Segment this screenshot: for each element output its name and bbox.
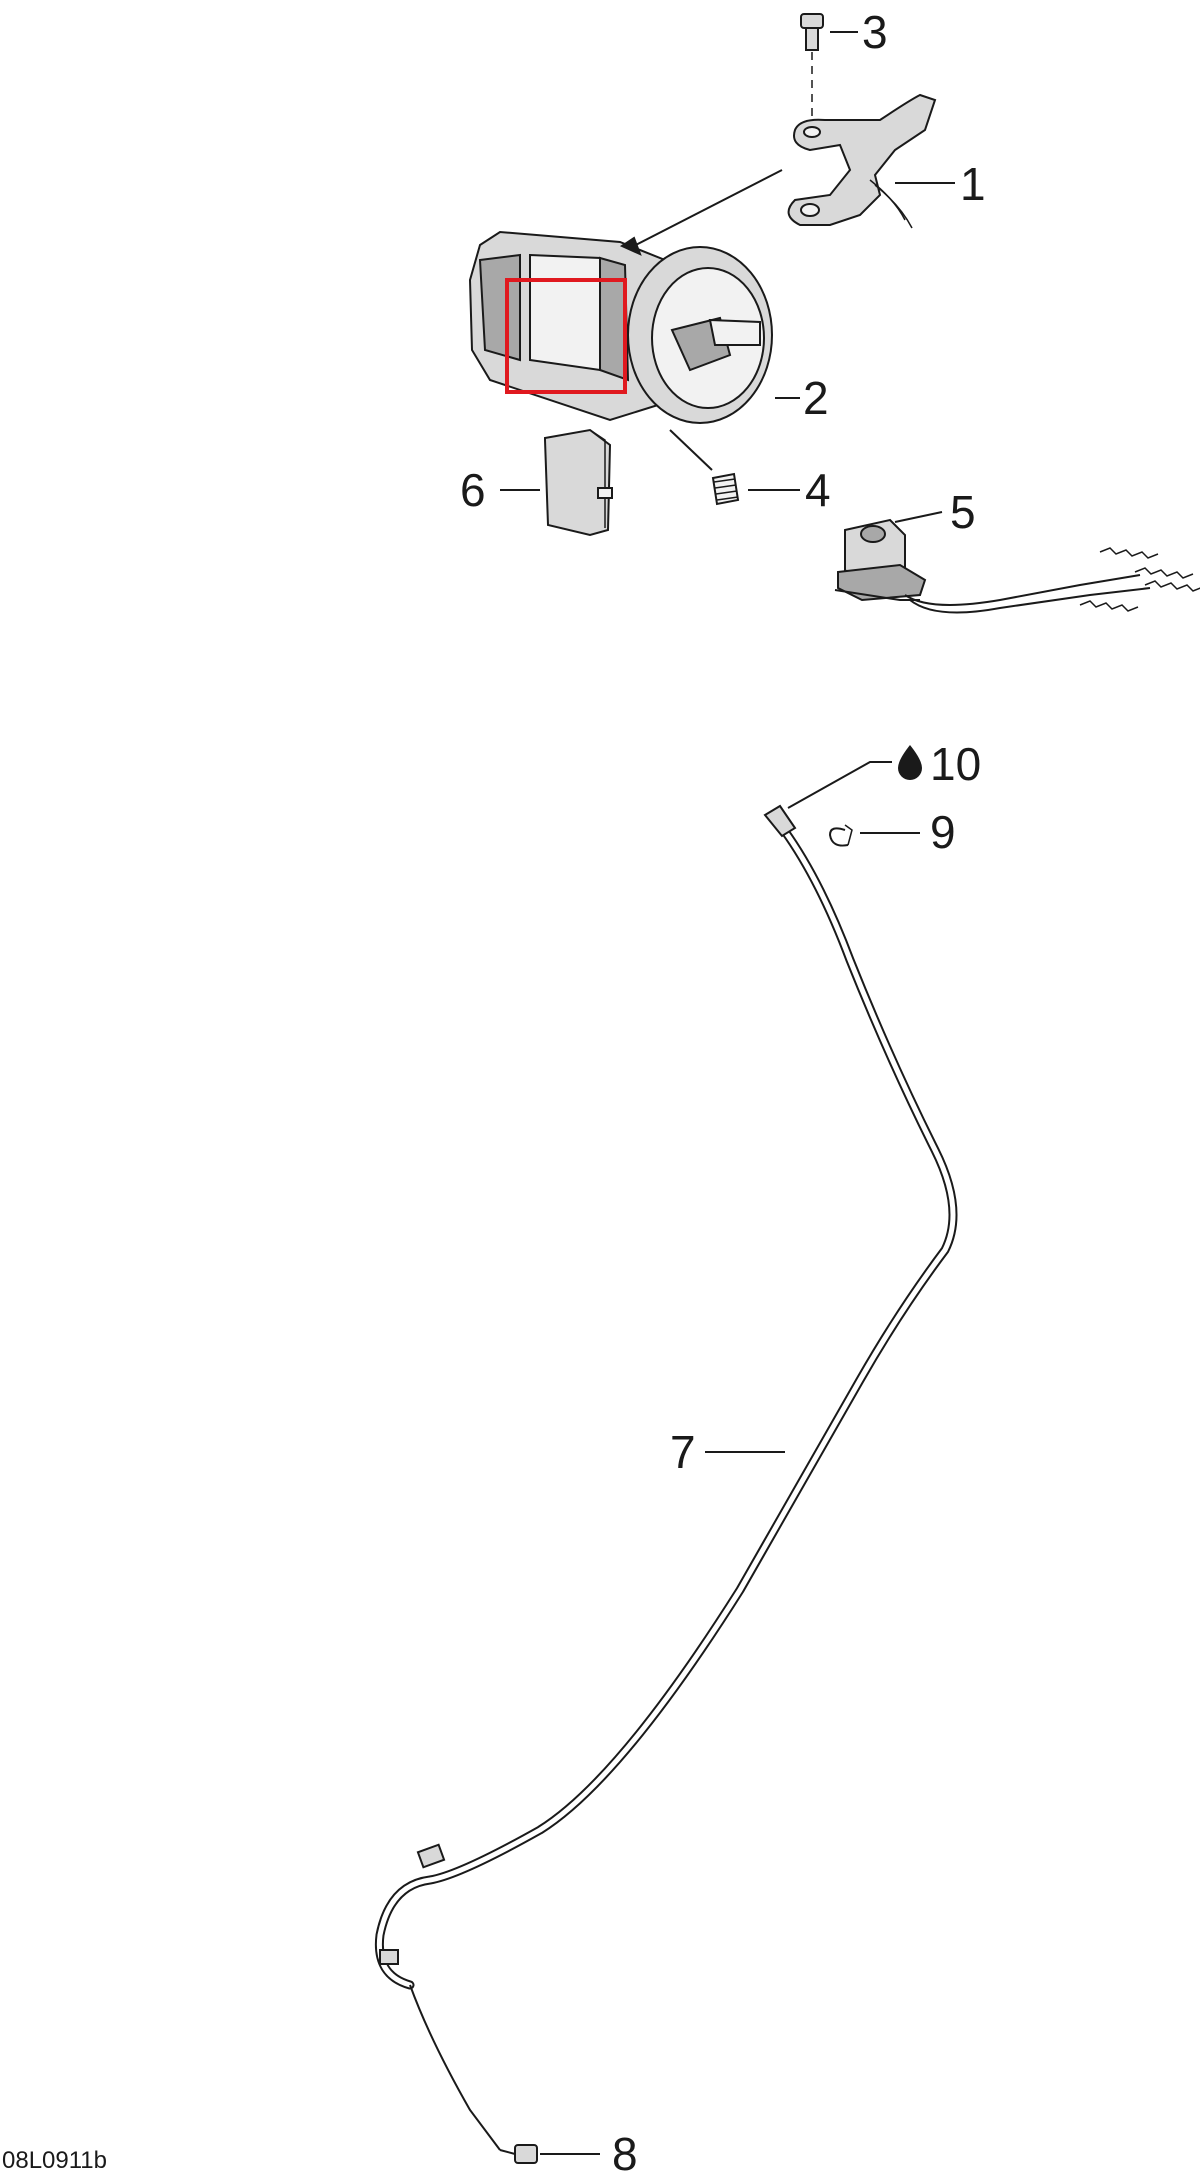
callout-7: 7 xyxy=(670,1426,696,1478)
callout-5: 5 xyxy=(950,486,976,538)
leader-10 xyxy=(787,761,892,809)
part-spring xyxy=(711,472,740,506)
callout-6: 6 xyxy=(460,464,486,516)
callout-4: 4 xyxy=(805,464,831,516)
part-switch-harness xyxy=(834,518,1200,614)
oil-drop-icon xyxy=(898,745,922,780)
callout-8: 8 xyxy=(612,2128,638,2174)
highlight-box xyxy=(505,278,627,394)
leader-5 xyxy=(894,511,943,523)
callout-10: 10 xyxy=(930,738,981,790)
part-throttle-lever xyxy=(787,93,937,229)
part-cable-end xyxy=(499,2144,538,2164)
leader-1-to-housing xyxy=(629,169,783,249)
callout-1: 1 xyxy=(960,158,986,210)
part-screw xyxy=(800,13,824,120)
callout-2: 2 xyxy=(803,372,829,424)
figure-code: 08L0911b xyxy=(2,2147,107,2174)
part-cover-cap xyxy=(544,428,613,537)
leader-2-to-spring xyxy=(669,429,713,471)
part-throttle-housing xyxy=(468,230,773,424)
part-throttle-cable xyxy=(374,804,958,2151)
part-e-clip xyxy=(828,824,853,847)
callout-9: 9 xyxy=(930,806,956,858)
callout-3: 3 xyxy=(862,6,888,58)
